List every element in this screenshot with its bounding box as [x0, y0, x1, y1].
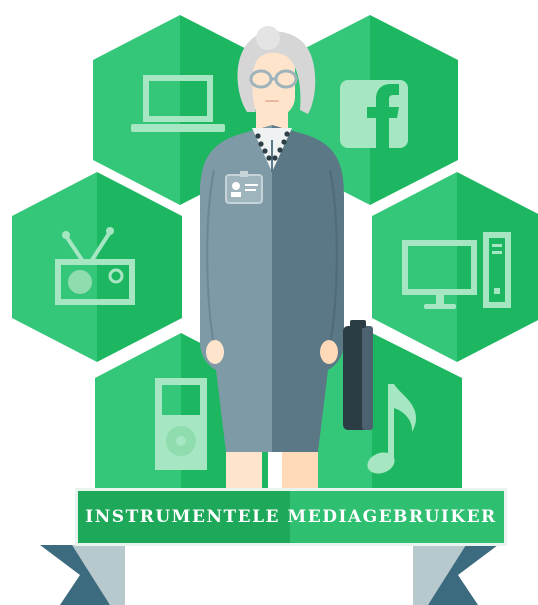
laptop-icon	[131, 75, 225, 132]
radio-icon	[55, 227, 135, 305]
ipod-icon	[155, 378, 207, 470]
briefcase-icon	[343, 320, 373, 430]
id-badge-icon	[225, 171, 263, 204]
hexagon-middle-right	[372, 172, 538, 362]
desktop-computer-icon	[402, 232, 511, 309]
woman-figure	[200, 26, 344, 498]
facebook-icon	[340, 80, 408, 148]
banner-title: INSTRUMENTELE MEDIAGEBRUIKER	[85, 507, 497, 527]
music-note-icon	[367, 384, 416, 474]
hexagon-middle-left	[12, 172, 182, 362]
banner-ribbon	[40, 488, 507, 605]
